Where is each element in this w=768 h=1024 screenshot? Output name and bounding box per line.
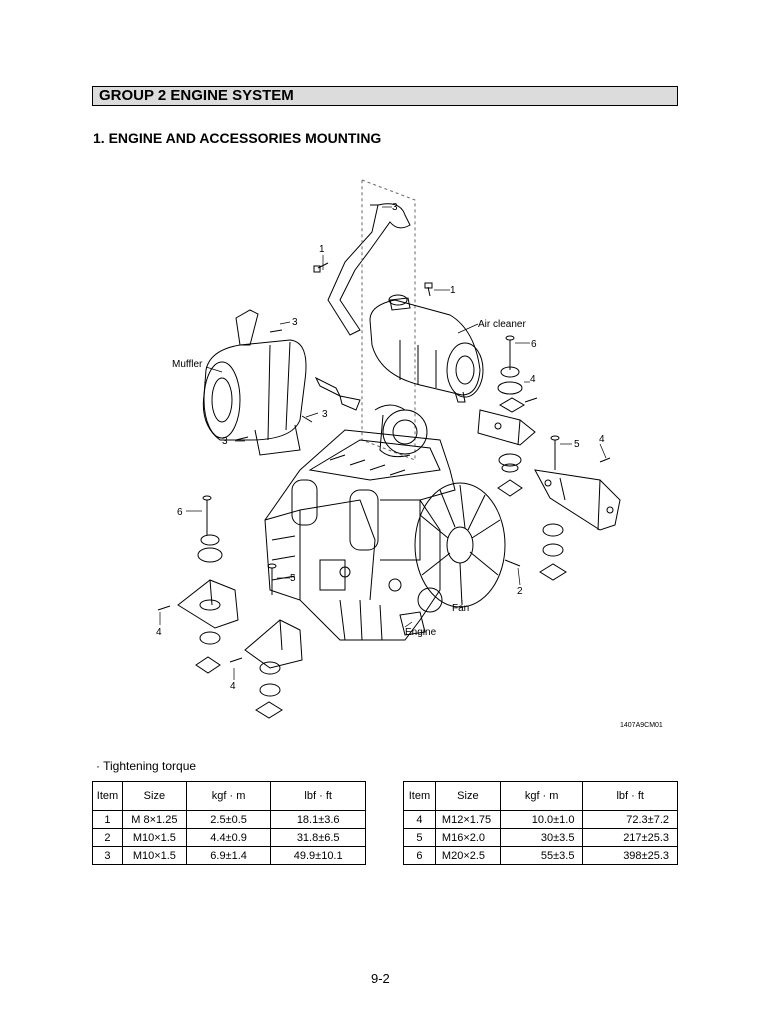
- cell-kgf-m: 55±3.5: [499, 846, 584, 865]
- cell-item: 5: [403, 828, 436, 847]
- torque-title: · Tightening torque: [96, 759, 197, 773]
- cell-size: M20×2.5: [434, 846, 501, 865]
- callout-3-muffler: 3: [292, 317, 298, 328]
- cell-item: 1: [92, 810, 123, 829]
- table-header-row: Item Size kgf · m lbf · ft: [92, 781, 366, 811]
- torque-table-left: Item Size kgf · m lbf · ft 1 M 8×1.25 2.…: [92, 781, 366, 865]
- table-row: 2 M10×1.5 4.4±0.9 31.8±6.5: [92, 828, 366, 847]
- callout-1-right: 1: [450, 285, 456, 296]
- header-lbf-ft: lbf · ft: [582, 781, 678, 811]
- header-kgf-m: kgf · m: [185, 781, 272, 811]
- label-air-cleaner: Air cleaner: [478, 319, 526, 330]
- cell-lbf-ft: 72.3±7.2: [582, 810, 678, 829]
- cell-kgf-m: 10.0±1.0: [499, 810, 584, 829]
- label-fan: Fan: [452, 603, 469, 614]
- header-kgf-m: kgf · m: [499, 781, 584, 811]
- cell-size: M10×1.5: [121, 828, 187, 847]
- muffler: [202, 309, 361, 456]
- callout-5-left: 5: [290, 573, 296, 584]
- air-cleaner: [369, 294, 484, 403]
- table-row: 1 M 8×1.25 2.5±0.5 18.1±3.6: [92, 810, 366, 829]
- label-muffler: Muffler: [172, 359, 203, 370]
- cell-item: 4: [403, 810, 436, 829]
- cell-kgf-m: 2.5±0.5: [185, 810, 272, 829]
- bracket-left-lower: [244, 619, 303, 669]
- header-lbf-ft: lbf · ft: [270, 781, 366, 811]
- cell-size: M 8×1.25: [121, 810, 187, 829]
- callout-1-left: 1: [319, 244, 325, 255]
- turbocharger: [374, 404, 428, 458]
- cell-lbf-ft: 49.9±10.1: [270, 846, 366, 865]
- cell-size: M16×2.0: [434, 828, 501, 847]
- callout-4-right: 4: [599, 434, 605, 445]
- table-row: 5 M16×2.0 30±3.5 217±25.3: [403, 828, 678, 847]
- table-header-row: Item Size kgf · m lbf · ft: [403, 781, 678, 811]
- callout-3-clamp: 3: [322, 409, 328, 420]
- cell-item: 6: [403, 846, 436, 865]
- table-row: 3 M10×1.5 6.9±1.4 49.9±10.1: [92, 846, 366, 865]
- figure-code: 1407A9CM01: [620, 722, 663, 729]
- header-size: Size: [434, 781, 501, 811]
- table-row: 6 M20×2.5 55±3.5 398±25.3: [403, 846, 678, 865]
- cell-kgf-m: 30±3.5: [499, 828, 584, 847]
- torque-table-right: Item Size kgf · m lbf · ft 4 M12×1.75 10…: [403, 781, 678, 865]
- cell-item: 2: [92, 828, 123, 847]
- header-item: Item: [403, 781, 436, 811]
- leader-lines: [159, 206, 607, 680]
- page-number: 9-2: [371, 971, 390, 986]
- label-engine: Engine: [405, 627, 437, 638]
- callout-2: 2: [517, 586, 523, 597]
- header-size: Size: [121, 781, 187, 811]
- intake-pipe: [327, 203, 411, 336]
- cell-size: M10×1.5: [121, 846, 187, 865]
- cell-lbf-ft: 217±25.3: [582, 828, 678, 847]
- bracket-right-lower: [534, 469, 621, 531]
- callout-6-left: 6: [177, 507, 183, 518]
- cell-item: 3: [92, 846, 123, 865]
- fan: [414, 482, 506, 608]
- callout-4-left: 4: [156, 627, 162, 638]
- cell-kgf-m: 6.9±1.4: [185, 846, 272, 865]
- reference-panel: [361, 179, 416, 461]
- bracket-right-upper: [477, 409, 536, 446]
- callout-6-right: 6: [531, 339, 537, 350]
- callout-5-right: 5: [574, 439, 580, 450]
- header-item: Item: [92, 781, 123, 811]
- bolts: [157, 204, 611, 663]
- cell-kgf-m: 4.4±0.9: [185, 828, 272, 847]
- engine-block: [264, 429, 456, 641]
- callout-3-top: 3: [392, 202, 398, 213]
- callout-4-upper: 4: [530, 374, 536, 385]
- rubber-mounts: [195, 366, 567, 719]
- cell-lbf-ft: 398±25.3: [582, 846, 678, 865]
- cell-lbf-ft: 18.1±3.6: [270, 810, 366, 829]
- cell-lbf-ft: 31.8±6.5: [270, 828, 366, 847]
- group-title: GROUP 2 ENGINE SYSTEM: [99, 87, 294, 104]
- table-row: 4 M12×1.75 10.0±1.0 72.3±7.2: [403, 810, 678, 829]
- section-title: 1. ENGINE AND ACCESSORIES MOUNTING: [93, 130, 382, 146]
- bracket-left-upper: [177, 579, 239, 629]
- callout-4-lower: 4: [230, 681, 236, 692]
- group-title-bar: GROUP 2 ENGINE SYSTEM: [92, 86, 678, 106]
- cell-size: M12×1.75: [434, 810, 501, 829]
- callout-3-bracket: 3: [222, 436, 228, 447]
